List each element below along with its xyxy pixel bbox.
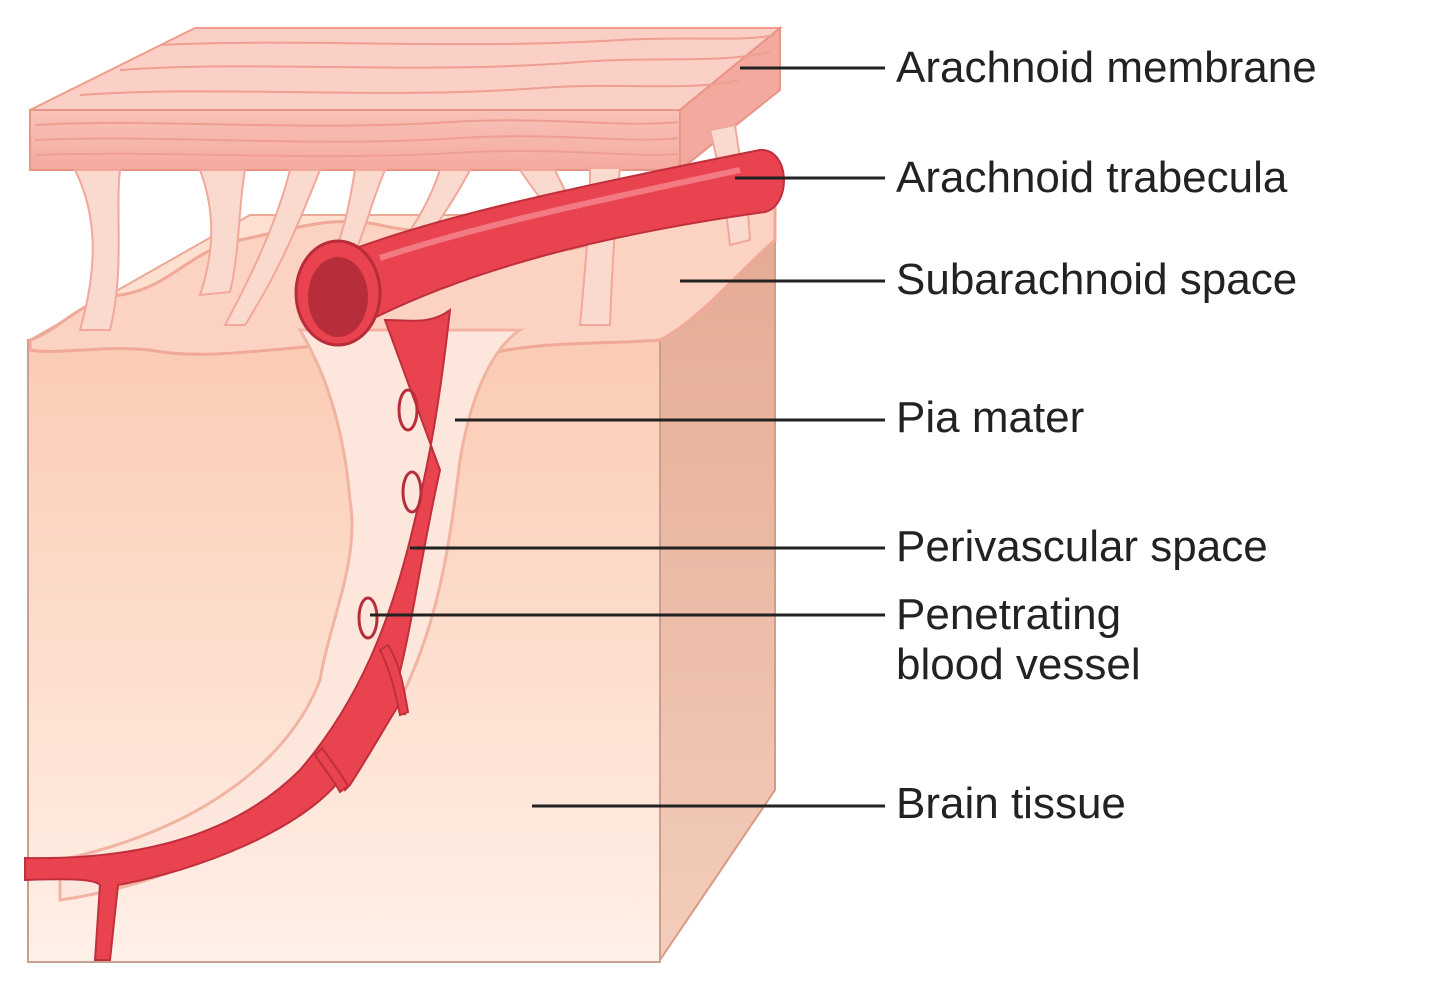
label-penetrating-line2: blood vessel [896, 640, 1141, 689]
vessel-highlight [379, 167, 741, 261]
perivascular-cell-1 [397, 388, 419, 432]
pial-blood-vessel [294, 148, 785, 347]
label-subarachnoid-space: Subarachnoid space [896, 255, 1298, 304]
branch-mid [313, 746, 350, 794]
penetrating-vessel [24, 307, 452, 961]
arachnoid-membrane [29, 25, 783, 173]
vessel-lumen [308, 257, 368, 337]
perivascular-cell-2 [401, 470, 423, 514]
membrane-front [29, 109, 681, 171]
membrane-fibers [34, 34, 776, 158]
label-pia-mater: Pia mater [896, 393, 1085, 442]
label-perivascular-space: Perivascular space [896, 522, 1268, 571]
label-arachnoid-trabecula: Arachnoid trabecula [896, 153, 1288, 202]
branch-right [378, 643, 410, 717]
label-penetrating-line1: Penetrating [896, 590, 1122, 639]
label-brain-tissue: Brain tissue [896, 779, 1126, 828]
pia-mater-sheath [58, 328, 525, 902]
arachnoid-trabeculae [73, 123, 752, 331]
leader-lines [370, 66, 885, 808]
label-arachnoid-membrane: Arachnoid membrane [896, 43, 1317, 92]
perivascular-cell-3 [357, 596, 379, 640]
